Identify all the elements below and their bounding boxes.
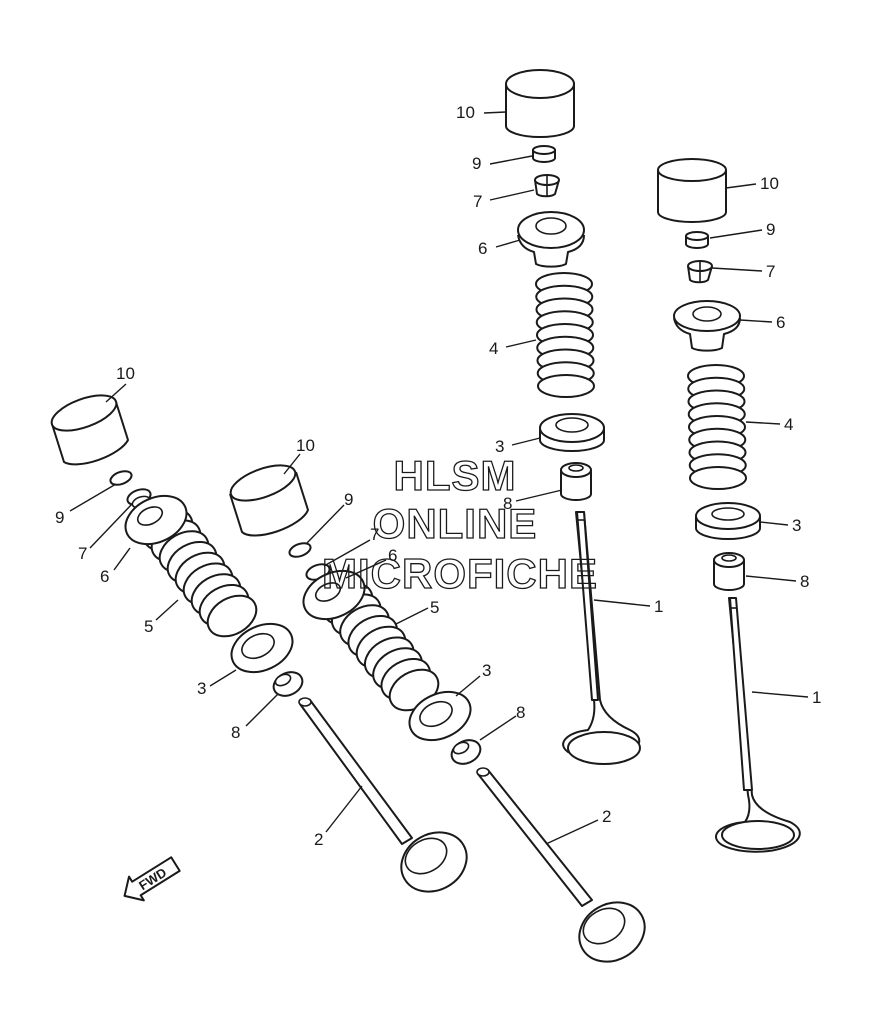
middle-valve-assembly (505, 69, 641, 765)
watermark: HLSM ONLINE MICROFICHE (321, 451, 598, 597)
right-valve-assembly (657, 158, 801, 853)
valve-middle (562, 511, 641, 765)
stem-seal-middle (560, 462, 592, 501)
spring-coil (689, 466, 747, 490)
fwd-arrow-icon: FWD (123, 856, 181, 902)
callout-6: 6 (100, 567, 109, 586)
shim-center (288, 542, 312, 558)
callout-3: 3 (197, 679, 206, 698)
callout-5: 5 (144, 617, 153, 636)
valve-center (476, 767, 646, 963)
keeper-middle (534, 174, 560, 198)
callout-3: 3 (482, 661, 491, 680)
callout-6: 6 (478, 239, 487, 258)
leader-lines (69, 111, 809, 845)
spring-retainer-left (124, 494, 188, 546)
callout-8: 8 (800, 572, 809, 591)
callout-7: 7 (78, 544, 87, 563)
callout-6: 6 (776, 313, 785, 332)
tappet-center (229, 464, 309, 537)
spring-retainer-middle (517, 211, 585, 268)
stem-seal-center (450, 739, 482, 765)
callout-6: 6 (388, 546, 397, 565)
callout-labels: 10 9 7 6 4 3 8 1 10 9 7 6 4 3 8 1 10 9 7… (55, 103, 821, 849)
spring-coil (537, 374, 595, 398)
valve-spring-left (142, 508, 258, 638)
callout-3: 3 (792, 516, 801, 535)
spring-coil (206, 594, 258, 638)
callout-1: 1 (812, 688, 821, 707)
spring-retainer-center (302, 569, 366, 621)
shim-right (685, 231, 709, 249)
callout-1: 1 (654, 597, 663, 616)
tappet-left (50, 394, 129, 466)
callout-9: 9 (472, 154, 481, 173)
tappet-middle (505, 69, 575, 138)
keeper-right (687, 260, 713, 284)
callout-8: 8 (231, 723, 240, 742)
shim-middle (532, 145, 556, 163)
callout-2: 2 (602, 807, 611, 826)
callout-7: 7 (473, 192, 482, 211)
callout-4: 4 (489, 339, 498, 358)
spring-retainer-right (673, 300, 741, 352)
spring-seat-middle (539, 413, 605, 452)
spring-seat-right (695, 502, 761, 540)
left-valve-assembly (50, 394, 468, 893)
tappet-right (657, 158, 727, 223)
callout-7: 7 (766, 262, 775, 281)
callout-5: 5 (430, 598, 439, 617)
callout-2: 2 (314, 830, 323, 849)
watermark-line-2: ONLINE (373, 500, 538, 547)
callout-7: 7 (370, 525, 379, 544)
spring-seat-center (408, 690, 472, 742)
callout-3: 3 (495, 437, 504, 456)
callout-4: 4 (784, 415, 793, 434)
callout-9: 9 (55, 508, 64, 527)
callout-9: 9 (766, 220, 775, 239)
spring-seat-left (230, 622, 294, 674)
stem-seal-right (713, 552, 745, 591)
watermark-line-3: MICROFICHE (322, 550, 598, 597)
valve-spring-right (687, 364, 747, 490)
center-left-valve-assembly (229, 464, 646, 963)
callout-10: 10 (456, 103, 475, 122)
shim-left (109, 470, 133, 486)
valve-left (298, 697, 468, 893)
valve-right (715, 597, 801, 853)
valve-spring-middle (535, 272, 595, 398)
callout-8: 8 (516, 703, 525, 722)
stem-seal-left (272, 671, 304, 697)
callout-8: 8 (503, 494, 512, 513)
callout-10: 10 (760, 174, 779, 193)
callout-10: 10 (296, 436, 315, 455)
callout-9: 9 (344, 490, 353, 509)
callout-10: 10 (116, 364, 135, 383)
watermark-line-1: HLSM (394, 452, 517, 499)
